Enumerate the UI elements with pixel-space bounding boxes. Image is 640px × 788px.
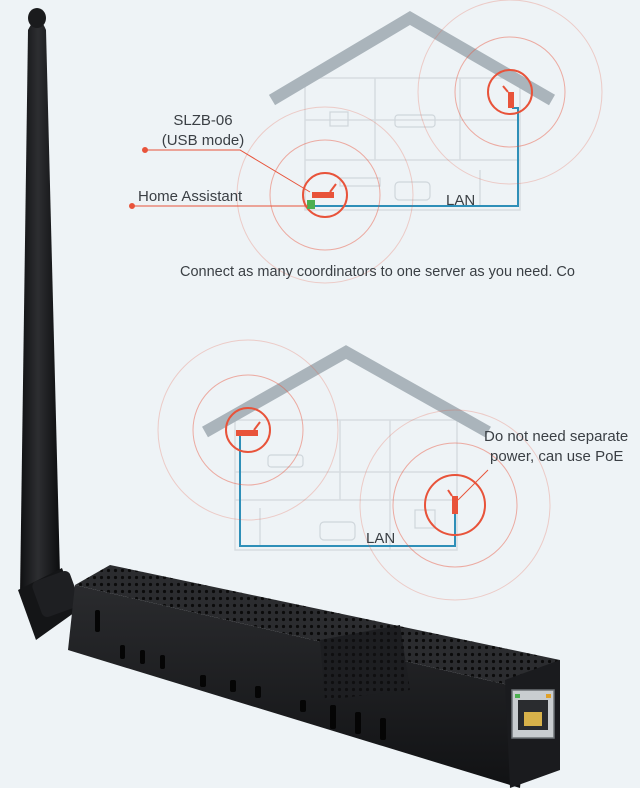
caption-text: Connect as many coordinators to one serv… — [180, 264, 575, 280]
bottom-roof — [202, 345, 491, 438]
top-lan-line — [312, 107, 519, 207]
top-lan-label: LAN — [446, 192, 476, 209]
power-label-line1: Do not need separate — [484, 428, 629, 445]
top-signal-rings-right — [417, 0, 603, 185]
top-roof — [268, 11, 556, 106]
device-label-line1: SLZB-06 — [173, 112, 233, 129]
coordinator-icon — [502, 85, 514, 108]
ethernet-port-icon — [511, 689, 555, 739]
server-label: Home Assistant — [138, 188, 243, 205]
bottom-lan-label: LAN — [366, 530, 396, 547]
server-icon — [307, 200, 315, 209]
bottom-signal-rings-left — [157, 339, 339, 521]
bottom-house-diagram — [157, 339, 551, 601]
power-label-line2: power, can use PoE — [490, 448, 624, 465]
coordinator-icon — [447, 489, 458, 514]
slzb-device — [18, 8, 560, 788]
antenna-icon — [18, 8, 80, 640]
device-label-line2: (USB mode) — [161, 132, 245, 149]
top-house-diagram — [129, 0, 603, 284]
coordinator-icon — [236, 421, 261, 436]
coordinator-icon — [312, 183, 337, 198]
top-signal-rings-left — [236, 106, 414, 284]
bottom-lan-line — [239, 436, 456, 547]
bottom-signal-rings-right — [359, 409, 551, 601]
